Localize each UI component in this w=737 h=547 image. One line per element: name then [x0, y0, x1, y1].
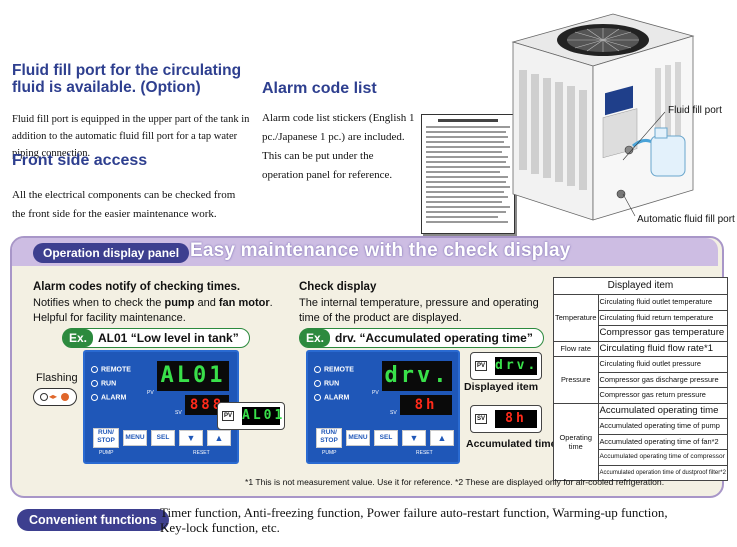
- left-zoom-display: AL01: [242, 407, 286, 425]
- pv-tag: PV: [222, 411, 235, 421]
- down-arrow-button[interactable]: ▼: [402, 430, 426, 446]
- front-access-body: All the electrical components can be che…: [12, 189, 236, 220]
- check-display-body: The internal temperature, pressure and o…: [299, 297, 539, 324]
- table-row: Compressor gas return pressure: [597, 387, 728, 404]
- run-led: RUN: [314, 380, 339, 387]
- sel-button[interactable]: SEL: [374, 430, 398, 446]
- right-controller: REMOTE RUN ALARM drv. PV 8h SV RUN/ STOP…: [306, 350, 460, 464]
- alarm-list-title: Alarm code list: [262, 80, 377, 97]
- footnote: *1 This is not measurement value. Use it…: [245, 477, 665, 487]
- check-example-pill: Ex. drv. “Accumulated operating time”: [299, 328, 544, 348]
- reset-label: RESET: [193, 450, 210, 456]
- table-row: Circulating fluid outlet temperature: [597, 294, 728, 311]
- front-access-title: Front side access: [12, 152, 148, 169]
- convenient-functions-text: Timer function, Anti-freezing function, …: [160, 505, 668, 535]
- right-sv-zoom: SV 8h: [470, 405, 542, 433]
- table-row: Accumulated operating time of pump: [597, 418, 728, 435]
- ex-tag: Ex.: [300, 329, 331, 347]
- up-arrow-button[interactable]: ▲: [207, 430, 231, 446]
- displayed-item-label: Displayed item: [464, 381, 539, 393]
- table-row: Compressor gas temperature: [597, 325, 728, 342]
- sv-label: SV: [175, 410, 182, 416]
- displayed-item-table: Displayed item Temperature Circulating f…: [553, 277, 728, 481]
- menu-button[interactable]: MENU: [123, 430, 147, 446]
- right-sv-display: 8h: [400, 395, 452, 415]
- ex-tag: Ex.: [63, 329, 94, 347]
- left-controller: REMOTE RUN ALARM AL01 PV 888 SV RUN/ STO…: [83, 350, 239, 464]
- alarm-codes-title: Alarm codes notify of checking times.: [33, 281, 241, 293]
- table-row: Accumulated operating time: [597, 402, 728, 419]
- right-zoom-pv-display: drv.: [495, 357, 539, 375]
- sel-button[interactable]: SEL: [151, 430, 175, 446]
- pump-label: PUMP: [99, 450, 114, 456]
- sv-tag: SV: [475, 414, 488, 424]
- alarm-led: ALARM: [91, 394, 126, 401]
- check-example-text: drv. “Accumulated operating time”: [335, 331, 533, 345]
- flashing-label: Flashing: [36, 372, 78, 384]
- run-stop-button[interactable]: RUN/ STOP: [93, 428, 119, 448]
- fluid-fill-title: Fluid fill port for the circulating flui…: [12, 62, 242, 96]
- table-row: Accumulated operating time of compressor: [597, 449, 728, 466]
- table-row: Compressor gas discharge pressure: [597, 371, 728, 388]
- remote-led: REMOTE: [91, 366, 131, 373]
- right-zoom-sv-display: 8h: [495, 410, 537, 428]
- right-pv-zoom: PV drv.: [470, 352, 542, 380]
- alarm-codes-body: Notifies when to check the pump and fan …: [33, 297, 273, 324]
- auto-fluid-fill-port-callout: Automatic fluid fill port: [637, 214, 735, 225]
- group-operating-time: Operating time: [553, 402, 599, 481]
- accumulated-time-label: Accumulated time: [466, 438, 557, 450]
- flashing-indicator: ◂▸: [33, 388, 77, 406]
- pv-tag: PV: [475, 361, 488, 371]
- fluid-fill-port-callout: Fluid fill port: [668, 105, 722, 116]
- run-stop-button[interactable]: RUN/ STOP: [316, 428, 342, 448]
- alarm-example-pill: Ex. AL01 “Low level in tank”: [62, 328, 250, 348]
- table-row: Circulating fluid outlet pressure: [597, 356, 728, 373]
- down-arrow-button[interactable]: ▼: [179, 430, 203, 446]
- group-temperature: Temperature: [553, 294, 599, 342]
- right-pv-display: drv.: [382, 361, 452, 391]
- operation-panel-pill: Operation display panel: [33, 243, 190, 263]
- table-row: Accumulated operating time of fan*2: [597, 433, 728, 450]
- left-pv-display: AL01: [157, 361, 229, 391]
- table-header: Displayed item: [553, 277, 728, 295]
- left-pv-zoom: PV AL01: [217, 402, 285, 430]
- reset-label: RESET: [416, 450, 433, 456]
- check-display-title: Check display: [299, 281, 377, 293]
- group-pressure: Pressure: [553, 356, 599, 404]
- table-row: Accumulated operation time of dustproof …: [597, 464, 728, 481]
- up-arrow-button[interactable]: ▲: [430, 430, 454, 446]
- pv-label: PV: [147, 390, 154, 396]
- run-led: RUN: [91, 380, 116, 387]
- pump-label: PUMP: [322, 450, 337, 456]
- table-row: Circulating fluid flow rate*1: [597, 340, 728, 357]
- fluid-fill-body: Fluid fill port is equipped in the upper…: [12, 114, 250, 159]
- remote-led: REMOTE: [314, 366, 354, 373]
- menu-button[interactable]: MENU: [346, 430, 370, 446]
- alarm-led: ALARM: [314, 394, 349, 401]
- operation-panel-headline: Easy maintenance with the check display: [190, 240, 571, 261]
- alarm-example-text: AL01 “Low level in tank”: [98, 331, 239, 345]
- alarm-code-sheet-image: [421, 114, 515, 234]
- chiller-unit-image: [511, 13, 695, 221]
- convenient-functions-pill: Convenient functions: [17, 509, 169, 531]
- group-flow-rate: Flow rate: [553, 340, 599, 357]
- table-row: Circulating fluid return temperature: [597, 309, 728, 326]
- pv-label: PV: [372, 390, 379, 396]
- alarm-list-body: Alarm code list stickers (English 1 pc./…: [262, 112, 415, 181]
- sv-label: SV: [390, 410, 397, 416]
